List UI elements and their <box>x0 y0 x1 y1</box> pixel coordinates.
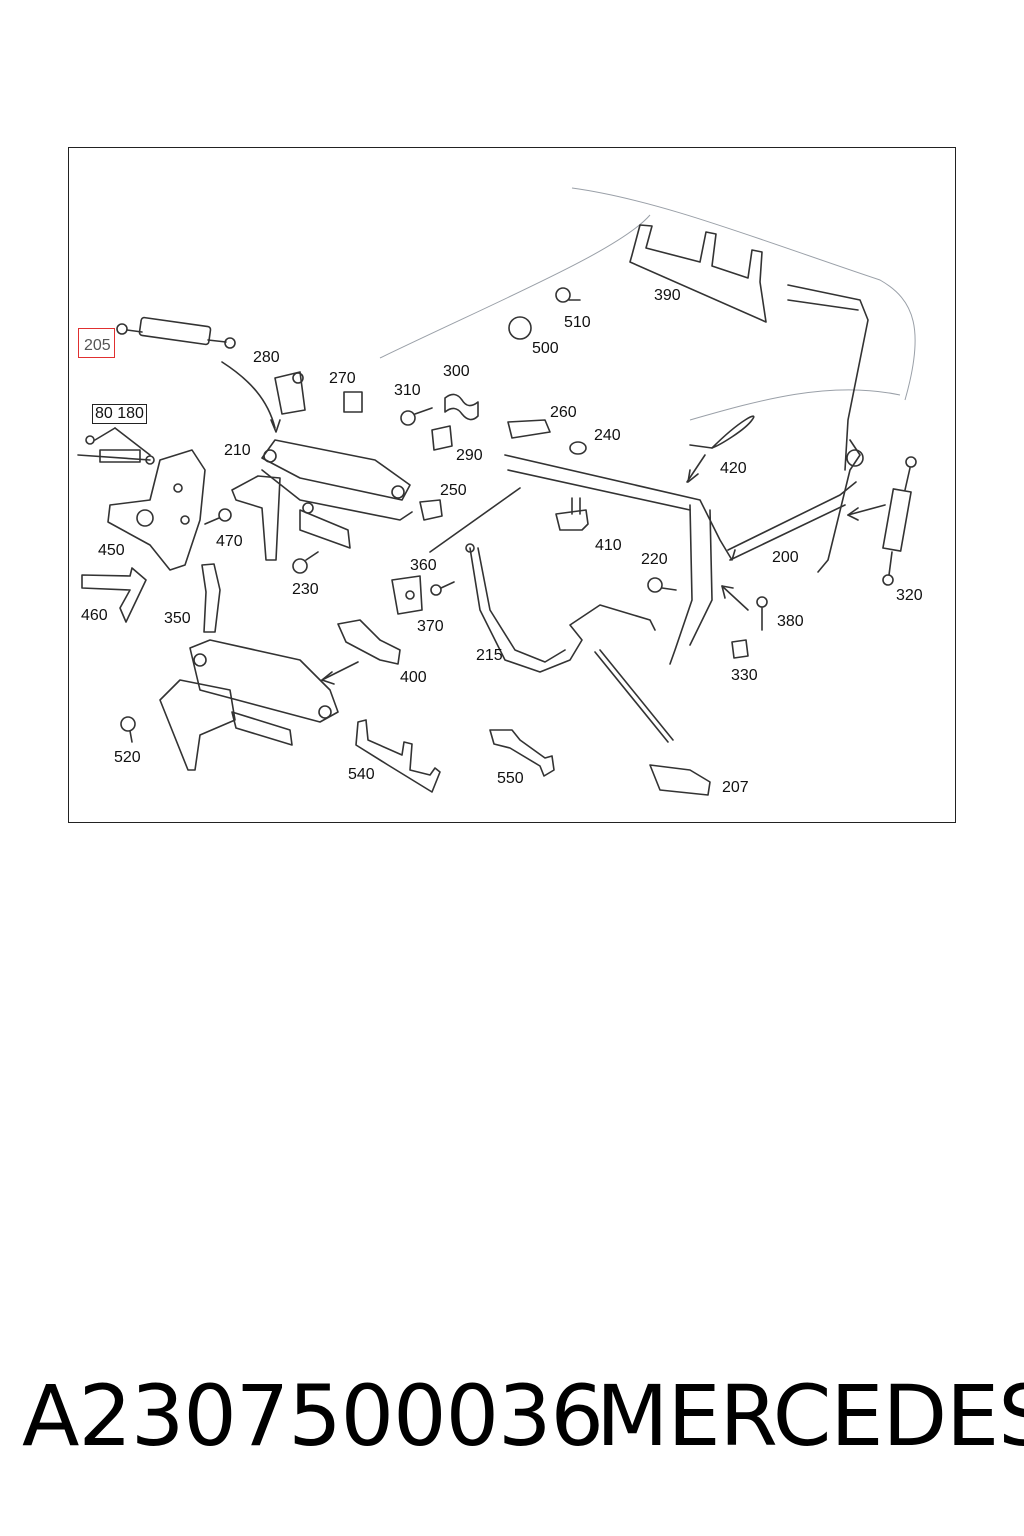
arrow-320 <box>847 504 886 516</box>
bracket-550 <box>489 729 555 777</box>
bolt-230 <box>292 558 308 574</box>
clip-410 <box>555 509 589 531</box>
bracket-280 <box>274 371 306 415</box>
bolt-310 <box>400 410 416 426</box>
part-label-207[interactable]: 207 <box>722 779 749 796</box>
part-label-390[interactable]: 390 <box>654 287 681 304</box>
part-label-360[interactable]: 360 <box>410 557 437 574</box>
bolt-500 <box>508 316 532 340</box>
bracket-290 <box>431 425 453 451</box>
body-outline-rear <box>571 187 916 401</box>
part-label-200[interactable]: 200 <box>772 549 799 566</box>
spring-300 <box>444 393 479 421</box>
part-label-330[interactable]: 330 <box>731 667 758 684</box>
part-label-300[interactable]: 300 <box>443 363 470 380</box>
arrow-380 <box>721 585 749 611</box>
strap-420 <box>711 415 755 449</box>
part-label-400[interactable]: 400 <box>400 669 427 686</box>
bracket-540 <box>355 719 441 793</box>
part-label-270[interactable]: 270 <box>329 370 356 387</box>
leader-360 <box>429 487 521 553</box>
part-label-260[interactable]: 260 <box>550 404 577 421</box>
bracket-400 <box>337 619 401 665</box>
part-label-380[interactable]: 380 <box>777 613 804 630</box>
part-label-320[interactable]: 320 <box>896 587 923 604</box>
part-label-280[interactable]: 280 <box>253 349 280 366</box>
part-label-510[interactable]: 510 <box>564 314 591 331</box>
rod-207 <box>594 651 669 743</box>
part-label-240[interactable]: 240 <box>594 427 621 444</box>
plate-460 <box>81 567 147 623</box>
bow-215 <box>469 547 656 673</box>
frame-200 <box>504 284 869 665</box>
arrow-205 <box>221 361 276 429</box>
gas-strut-205 <box>116 316 236 349</box>
part-label-215[interactable]: 215 <box>476 647 503 664</box>
part-label-230[interactable]: 230 <box>292 581 319 598</box>
part-label-350[interactable]: 350 <box>164 610 191 627</box>
bolt-470 <box>218 508 232 522</box>
part-label-520[interactable]: 520 <box>114 749 141 766</box>
part-label-205[interactable]: 205 <box>78 328 115 358</box>
part-label-220[interactable]: 220 <box>641 551 668 568</box>
part-label-310[interactable]: 310 <box>394 382 421 399</box>
bolt-360 <box>430 584 442 596</box>
part-label-370[interactable]: 370 <box>417 618 444 635</box>
nut-250 <box>419 499 443 521</box>
part-label-450[interactable]: 450 <box>98 542 125 559</box>
bolt-group-80-180 <box>77 427 155 465</box>
body-outline-trunk <box>379 214 651 359</box>
nut-330 <box>731 639 749 659</box>
part-label-550[interactable]: 550 <box>497 770 524 787</box>
hinge-bracket-450 <box>107 449 206 571</box>
part-label-540[interactable]: 540 <box>348 766 375 783</box>
linkage-lower-view <box>159 639 339 771</box>
bolt-380 <box>756 596 768 608</box>
part-label-290[interactable]: 290 <box>456 447 483 464</box>
part-label-460[interactable]: 460 <box>81 607 108 624</box>
bracket-370 <box>391 575 423 615</box>
linkage-210 <box>231 439 413 561</box>
washer-240 <box>569 441 587 455</box>
diagram-frame <box>68 147 956 823</box>
bolt-520 <box>120 716 136 732</box>
part-label-250[interactable]: 250 <box>440 482 467 499</box>
bolt-220 <box>647 577 663 593</box>
part-label-80-180[interactable]: 80 180 <box>92 404 147 424</box>
part-number-text: A2307500036 <box>22 1367 604 1465</box>
clip-270 <box>343 391 363 413</box>
strut-320 <box>882 456 917 586</box>
part-label-420[interactable]: 420 <box>720 460 747 477</box>
part-label-410[interactable]: 410 <box>595 537 622 554</box>
arrow-420 <box>686 454 706 483</box>
body-outline-lower <box>689 389 901 421</box>
part-label-500[interactable]: 500 <box>532 340 559 357</box>
pad-260 <box>507 419 551 439</box>
rail-390 <box>629 224 767 323</box>
lever-350 <box>201 563 221 633</box>
brand-text: MERCEDES <box>596 1367 1024 1465</box>
part-label-470[interactable]: 470 <box>216 533 243 550</box>
arrow-400 <box>321 661 359 681</box>
stud-510 <box>555 287 571 303</box>
part-label-210[interactable]: 210 <box>224 442 251 459</box>
bracket-207 <box>649 764 711 796</box>
